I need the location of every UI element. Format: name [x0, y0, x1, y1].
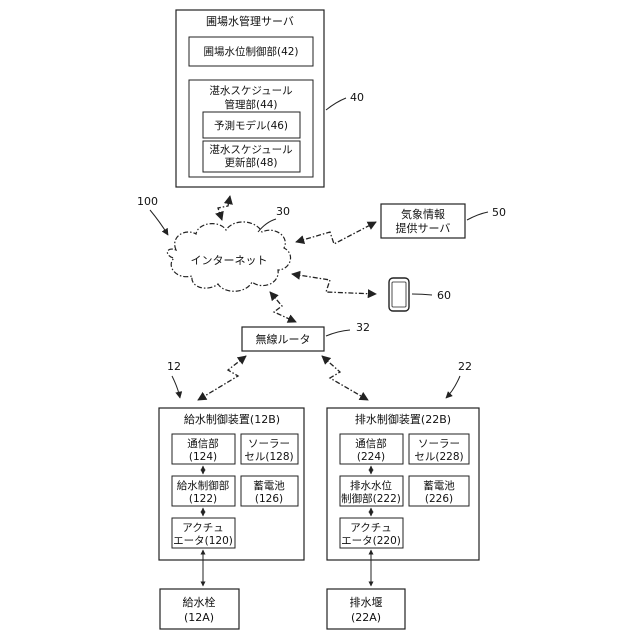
drain-ctrl-line2: 制御部(222) [341, 492, 401, 505]
prediction-model-label: 予測モデル(46) [214, 119, 288, 132]
mobile-ref: 60 [437, 289, 451, 302]
schedule-update-line2: 更新部(48) [224, 156, 277, 169]
internet: インターネット 30 100 [137, 195, 291, 291]
water-supply-control-device: 12 給水制御装置(12B) 通信部 (124) ソーラー セル(128) 給水… [159, 360, 304, 629]
server-title: 圃場水管理サーバ [206, 14, 294, 28]
drain-ctrl-line1: 排水水位 [350, 479, 392, 492]
drainage-control-device: 22 排水制御装置(22B) 通信部 (224) ソーラー セル(228) 排水… [327, 360, 479, 629]
drain-ref: 22 [458, 360, 472, 373]
schedule-update-line1: 湛水スケジュール [209, 144, 292, 156]
drain-ref-arrow [446, 376, 460, 398]
supply-valve-line2: (12A) [184, 611, 214, 624]
supply-solar-line2: セル(128) [244, 451, 293, 463]
supply-battery-line1: 蓄電池 [253, 479, 285, 492]
weather-server-line1: 気象情報 [401, 207, 445, 221]
supply-solar-line1: ソーラー [248, 438, 290, 450]
schedule-management-line1: 湛水スケジュール [209, 85, 292, 97]
drain-solar-line2: セル(228) [414, 451, 463, 463]
supply-actuator-line2: エータ(120) [173, 535, 233, 547]
internet-weather-link [296, 222, 376, 244]
supply-valve-line1: 給水栓 [183, 595, 216, 609]
supply-ctrl-line2: (122) [189, 493, 217, 505]
internet-router-link [270, 292, 296, 322]
router-supply-link [198, 356, 246, 400]
schedule-management-line2: 管理部(44) [224, 98, 277, 111]
drain-comm-line2: (224) [357, 451, 385, 463]
drain-weir-line2: (22A) [351, 611, 381, 624]
supply-actuator-line1: アクチュ [182, 522, 223, 534]
supply-comm-line2: (124) [189, 451, 217, 463]
drain-battery-line1: 蓄電池 [423, 479, 455, 492]
drain-comm-line1: 通信部 [355, 437, 387, 450]
network-ref-arrow [150, 210, 168, 235]
router-label: 無線ルータ [256, 332, 311, 346]
mobile-terminal: 60 [389, 278, 451, 311]
supply-ref: 12 [167, 360, 181, 373]
server-ref-leader [326, 98, 346, 110]
wireless-router: 無線ルータ 32 [242, 321, 370, 351]
weather-server-ref: 50 [492, 206, 506, 219]
drain-weir-line1: 排水堰 [350, 595, 383, 609]
drain-solar-line1: ソーラー [418, 438, 460, 450]
server-ref: 40 [350, 91, 364, 104]
weather-server-ref-leader [467, 212, 488, 220]
drain-actuator-line2: エータ(220) [341, 535, 401, 547]
supply-ctrl-line1: 給水制御部 [177, 479, 230, 492]
drain-device-title: 排水制御装置(22B) [355, 412, 451, 426]
supply-comm-line1: 通信部 [187, 437, 219, 450]
supply-device-title: 給水制御装置(12B) [184, 412, 280, 426]
drain-actuator-line1: アクチュ [350, 522, 391, 534]
weather-server-line2: 提供サーバ [396, 221, 451, 235]
water-level-control-label: 圃場水位制御部(42) [203, 45, 298, 58]
router-ref-leader [326, 330, 350, 336]
mobile-ref-leader [412, 294, 432, 295]
internet-ref: 30 [276, 205, 290, 218]
router-drain-link [322, 356, 368, 400]
drain-battery-line2: (226) [425, 493, 453, 505]
router-ref: 32 [356, 321, 370, 334]
field-water-management-server: 圃場水管理サーバ 圃場水位制御部(42) 湛水スケジュール 管理部(44) 予測… [176, 10, 364, 187]
supply-ref-arrow [172, 376, 180, 398]
network-ref: 100 [137, 195, 158, 208]
internet-label: インターネット [191, 254, 268, 267]
weather-info-server: 気象情報 提供サーバ 50 [381, 204, 506, 238]
server-internet-link [218, 196, 230, 220]
supply-battery-line2: (126) [255, 493, 283, 505]
internet-mobile-link [292, 274, 376, 294]
